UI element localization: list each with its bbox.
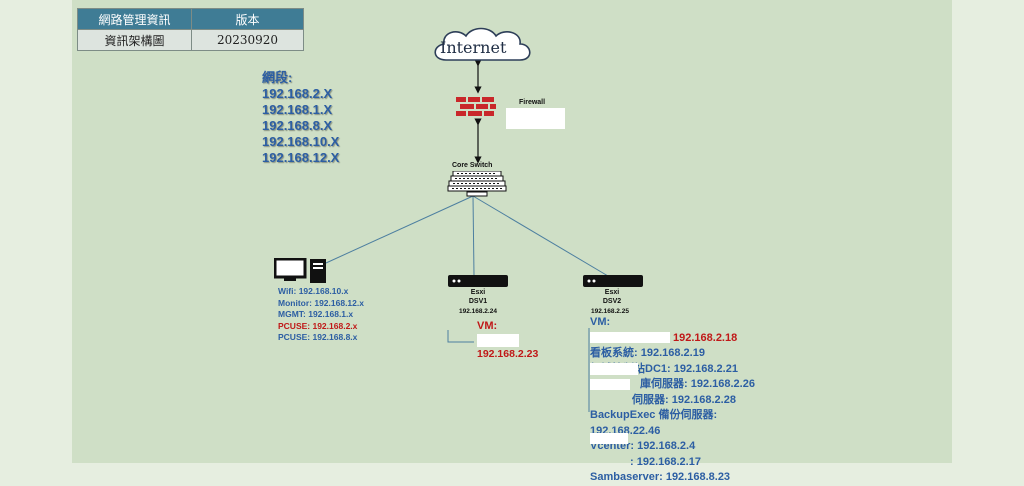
dsv1-vm-ip: 192.168.2.23: [477, 348, 539, 360]
dsv1-vm-bracket: [447, 330, 474, 343]
connection-lines: [325, 59, 609, 412]
dsv1-vm-label: VM:: [477, 320, 498, 332]
table-cell-version: 20230920: [191, 29, 304, 51]
desktop-pc-icon: [274, 258, 326, 283]
segment-list: 網段: 192.168.2.X 192.168.1.X 192.168.8.X …: [262, 70, 339, 166]
dsv2-vm-label: VM:: [590, 316, 611, 328]
switch-pc-link: [325, 195, 474, 264]
firewall-icon: [456, 97, 496, 116]
vm-item: 庫伺服器: 192.168.2.26: [640, 378, 755, 390]
pc-info-line: Monitor: 192.168.12.x: [278, 297, 364, 308]
dsv2-ip: 192.168.2.25: [591, 308, 629, 315]
server-icon: [583, 275, 643, 287]
slide-background: [72, 0, 952, 463]
redacted-block: [477, 334, 519, 347]
vm-item: 看板系統: 192.168.2.19: [590, 347, 705, 359]
pc-info-line: PCUSE: 192.168.2.x: [278, 320, 358, 331]
segment-item: 192.168.1.X: [262, 102, 333, 117]
redacted-block: [590, 363, 638, 375]
segment-item: 192.168.8.X: [262, 118, 333, 133]
dsv1-type: Esxi: [470, 289, 486, 296]
dsv1-ip: 192.168.2.24: [459, 308, 497, 315]
segment-item: 192.168.2.X: [262, 86, 333, 101]
pc-network-info: Wifi: 192.168.10.x Monitor: 192.168.12.x…: [278, 286, 364, 344]
server-icon: [448, 275, 508, 287]
redacted-block: [590, 433, 628, 444]
vm-item: Sambaserver: 192.168.8.23: [590, 471, 731, 483]
vm-item: : 192.168.2.17: [630, 455, 701, 468]
vm-item: 192.168.2.18: [673, 331, 738, 344]
table-cell-title: 資訊架構圖: [77, 29, 192, 51]
firewall-label: Firewall: [519, 99, 546, 106]
canvas: 網路管理資訊 版本 資訊架構圖 20230920 網段: 192.168.2.X…: [72, 0, 952, 483]
redacted-block: [506, 108, 565, 129]
segment-item: 192.168.10.X: [262, 134, 340, 149]
redacted-block: [590, 332, 670, 343]
dsv2-type: Esxi: [604, 289, 620, 296]
table-header-version: 版本: [191, 8, 304, 30]
switch-dsv1-link: [472, 195, 475, 277]
internet-label: Internet: [440, 38, 507, 57]
pc-info-line: MGMT: 192.168.1.x: [278, 309, 354, 319]
cloud-icon: [434, 27, 531, 61]
segment-title: 網段:: [262, 70, 293, 85]
switch-icon: [447, 171, 507, 197]
vm-item: BackupExec 備份伺服器:: [590, 409, 718, 421]
pc-info-line: Wifi: 192.168.10.x: [278, 286, 349, 296]
switch-dsv2-link: [472, 195, 609, 277]
dsv2-name: DSV2: [602, 298, 622, 305]
info-table: 網路管理資訊 版本 資訊架構圖 20230920: [77, 8, 304, 51]
pc-info-line: PCUSE: 192.168.8.x: [278, 332, 358, 342]
vm-item: 伺服器: 192.168.2.28: [632, 393, 736, 406]
core-switch-label: Core Switch: [452, 162, 493, 169]
segment-item: 192.168.12.X: [262, 150, 340, 165]
redacted-block: [590, 379, 630, 390]
dsv1-name: DSV1: [468, 298, 488, 305]
